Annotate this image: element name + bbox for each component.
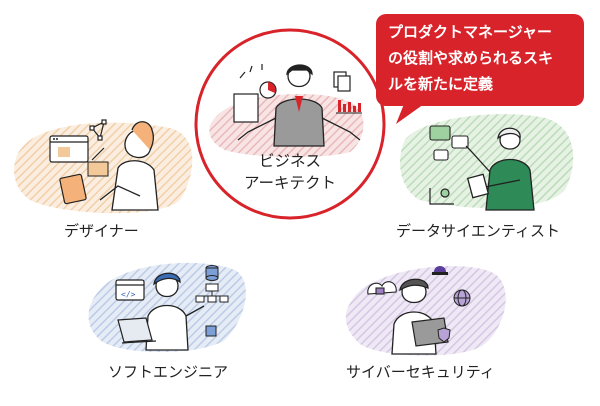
data-scientist-illustration (400, 114, 574, 211)
focus-circle (194, 28, 386, 220)
globe-icon (453, 289, 471, 307)
callout-pointer (396, 104, 424, 124)
software-engineer-illustration: </> (88, 262, 246, 352)
code-window-icon: </> (115, 279, 145, 301)
cyber-security-illustration (345, 266, 506, 356)
business-architect-label-line2: アーキテクト (243, 174, 337, 192)
software-engineer-label: ソフトエンジニア (108, 363, 229, 381)
chat-bubble-icon (429, 125, 469, 161)
cloud-lock-icon (367, 281, 397, 295)
document-icon (233, 93, 259, 123)
data-scientist-label: データサイエンティスト (396, 222, 560, 240)
network-tree-icon (195, 283, 229, 303)
callout-box (376, 14, 584, 106)
cpu-chip-icon (205, 325, 217, 337)
business-architect-label: ビジネス アーキテクト (218, 150, 362, 194)
browser-window-icon (49, 135, 89, 163)
pen-tool-icon (91, 147, 105, 161)
color-swatch-icon (87, 161, 109, 177)
callout-line-2: の役割や求められるスキ (388, 49, 554, 67)
designer-label: デザイナー (64, 222, 139, 240)
database-icon (205, 265, 219, 281)
data-scientist-person (465, 127, 535, 211)
callout-line-3: ルを新たに定義 (388, 75, 494, 93)
callout-line-1: プロダクトマネージャー (388, 23, 552, 41)
copy-documents-icon (333, 71, 351, 92)
designer-person (99, 121, 159, 211)
designer-illustration (14, 119, 193, 214)
callout-text: プロダクトマネージャー の役割や求められるスキ ルを新たに定義 (388, 19, 584, 97)
svg-text:</>: </> (121, 290, 136, 299)
business-architect-label-line1: ビジネス (258, 152, 321, 170)
laptop-icon (59, 173, 87, 205)
laptop-icon-engineer (117, 317, 157, 344)
spark-lines-icon (239, 64, 263, 79)
alarm-light-icon (432, 266, 448, 275)
architect-person (237, 64, 361, 147)
business-architect-illustration (209, 64, 364, 158)
software-engineer-person (145, 272, 205, 351)
pie-chart-icon (259, 81, 277, 99)
shield-icon (437, 327, 451, 343)
cyber-security-label: サイバーセキュリティ (346, 363, 495, 381)
laptop-icon-security (411, 317, 449, 347)
vector-path-icon (89, 119, 107, 141)
axis-chart-icon (429, 188, 454, 205)
bar-chart-icon (336, 100, 362, 114)
